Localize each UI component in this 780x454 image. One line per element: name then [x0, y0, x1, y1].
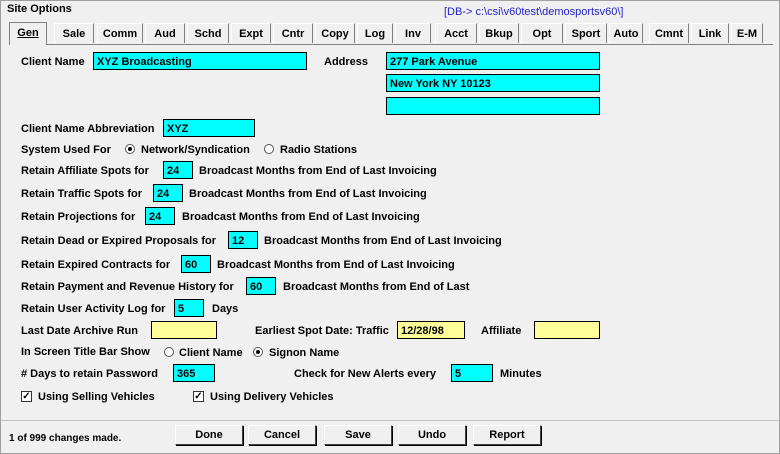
- last-archive-label: Last Date Archive Run: [21, 325, 138, 337]
- tab-schd[interactable]: Schd: [187, 23, 229, 43]
- tab-opt[interactable]: Opt: [521, 23, 563, 43]
- retain-activity-label: Retain User Activity Log for: [21, 303, 166, 315]
- address-line2-field[interactable]: New York NY 10123: [386, 74, 600, 92]
- system-radio-stations-radio[interactable]: [264, 144, 274, 154]
- client-name-label: Client Name: [21, 56, 85, 68]
- tab-copy[interactable]: Copy: [315, 23, 355, 43]
- system-radio-stations-label: Radio Stations: [280, 144, 358, 156]
- system-used-label: System Used For: [21, 144, 111, 156]
- tab-cntr[interactable]: Cntr: [273, 23, 313, 43]
- retain-payment-field[interactable]: 60: [246, 277, 276, 295]
- client-abbrev-label: Client Name Abbreviation: [21, 123, 155, 135]
- retain-contracts-suffix: Broadcast Months from End of Last Invoic…: [217, 259, 455, 271]
- retain-traffic-label: Retain Traffic Spots for: [21, 188, 143, 200]
- report-button[interactable]: Report: [473, 425, 541, 445]
- earliest-spot-label: Earliest Spot Date: Traffic: [255, 325, 389, 337]
- alerts-minutes-suffix: Minutes: [500, 368, 542, 380]
- general-options-panel: [9, 44, 773, 421]
- title-bar-client-name-radio[interactable]: [164, 347, 174, 357]
- tab-acct[interactable]: Acct: [435, 23, 477, 43]
- tab-gen[interactable]: Gen: [9, 22, 47, 45]
- earliest-spot-traffic-field[interactable]: 12/28/98: [397, 321, 465, 339]
- selling-vehicles-checkbox[interactable]: ✓: [21, 391, 32, 402]
- retain-contracts-field[interactable]: 60: [181, 255, 211, 273]
- retain-affiliate-label: Retain Affiliate Spots for: [21, 165, 149, 177]
- last-archive-field[interactable]: [151, 321, 217, 339]
- title-bar-signon-name-label: Signon Name: [269, 347, 340, 359]
- retain-proposals-label: Retain Dead or Expired Proposals for: [21, 235, 216, 247]
- save-button[interactable]: Save: [324, 425, 392, 445]
- retain-activity-suffix: Days: [212, 303, 239, 315]
- retain-traffic-field[interactable]: 24: [153, 184, 183, 202]
- client-abbrev-field[interactable]: XYZ: [163, 119, 255, 137]
- retain-proposals-field[interactable]: 12: [228, 231, 258, 249]
- address-line1-field[interactable]: 277 Park Avenue: [386, 52, 600, 70]
- affiliate-label: Affiliate: [481, 325, 522, 337]
- address-label: Address: [324, 56, 369, 68]
- retain-projections-label: Retain Projections for: [21, 211, 136, 223]
- cancel-button[interactable]: Cancel: [248, 425, 316, 445]
- title-bar-show-label: In Screen Title Bar Show: [21, 346, 150, 358]
- system-network-radio[interactable]: [125, 144, 135, 154]
- tab-aud[interactable]: Aud: [145, 23, 185, 43]
- delivery-vehicles-label: Using Delivery Vehicles: [210, 391, 334, 403]
- retain-contracts-label: Retain Expired Contracts for: [21, 259, 171, 271]
- retain-activity-field[interactable]: 5: [174, 299, 204, 317]
- retain-affiliate-suffix: Broadcast Months from End of Last Invoic…: [199, 165, 437, 177]
- password-days-field[interactable]: 365: [173, 364, 215, 382]
- retain-projections-suffix: Broadcast Months from End of Last Invoic…: [182, 211, 420, 223]
- window-title: Site Options: [7, 3, 72, 15]
- address-line3-field[interactable]: [386, 97, 600, 115]
- retain-proposals-suffix: Broadcast Months from End of Last Invoic…: [264, 235, 502, 247]
- system-network-label: Network/Syndication: [141, 144, 250, 156]
- title-bar-signon-name-radio[interactable]: [253, 347, 263, 357]
- tab-sport[interactable]: Sport: [565, 23, 607, 43]
- footer-separator: [1, 420, 779, 421]
- client-name-field[interactable]: XYZ Broadcasting: [93, 52, 307, 70]
- tab-inv[interactable]: Inv: [395, 23, 431, 43]
- undo-button[interactable]: Undo: [398, 425, 466, 445]
- tab-comm[interactable]: Comm: [97, 23, 143, 43]
- tab-expt[interactable]: Expt: [231, 23, 271, 43]
- delivery-vehicles-checkbox[interactable]: ✓: [193, 391, 204, 402]
- selling-vehicles-label: Using Selling Vehicles: [38, 391, 155, 403]
- alerts-minutes-field[interactable]: 5: [451, 364, 493, 382]
- db-path: [DB-> c:\csi\v60test\demosportsv60\]: [444, 6, 624, 18]
- status-text: 1 of 999 changes made.: [9, 433, 122, 444]
- tab-sale[interactable]: Sale: [54, 23, 94, 43]
- alerts-label: Check for New Alerts every: [294, 368, 437, 380]
- retain-payment-label: Retain Payment and Revenue History for: [21, 281, 234, 293]
- password-days-label: # Days to retain Password: [21, 368, 158, 380]
- earliest-spot-affiliate-field[interactable]: [534, 321, 600, 339]
- tab-e-m[interactable]: E-M: [731, 23, 763, 43]
- tab-cmnt[interactable]: Cmnt: [649, 23, 689, 43]
- tab-auto[interactable]: Auto: [609, 23, 643, 43]
- done-button[interactable]: Done: [175, 425, 243, 445]
- retain-payment-suffix: Broadcast Months from End of Last: [283, 281, 470, 293]
- retain-projections-field[interactable]: 24: [145, 207, 175, 225]
- tab-log[interactable]: Log: [357, 23, 393, 43]
- retain-affiliate-field[interactable]: 24: [163, 161, 193, 179]
- tab-bkup[interactable]: Bkup: [479, 23, 519, 43]
- tab-link[interactable]: Link: [691, 23, 729, 43]
- retain-traffic-suffix: Broadcast Months from End of Last Invoic…: [189, 188, 427, 200]
- title-bar-client-name-label: Client Name: [179, 347, 243, 359]
